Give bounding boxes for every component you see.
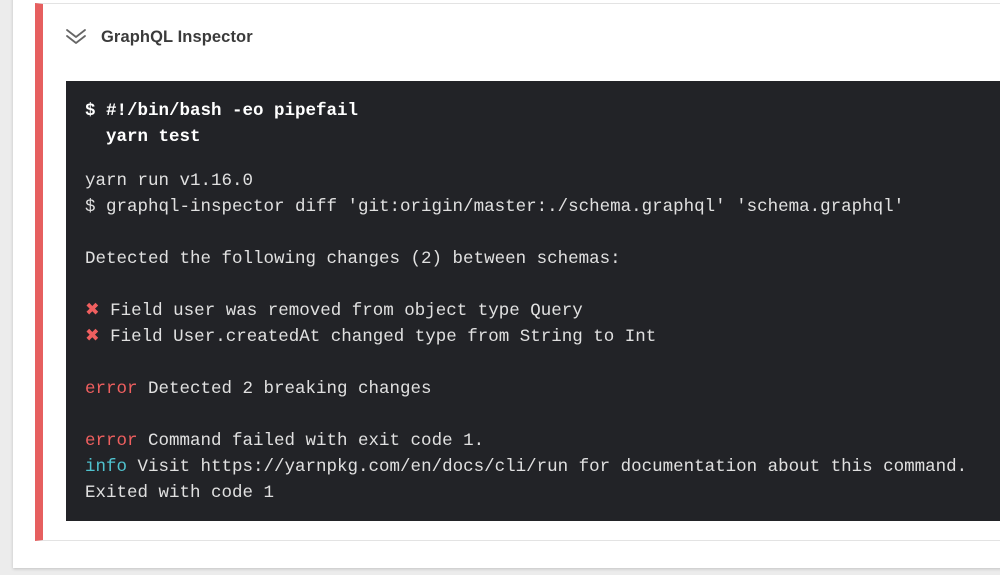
terminal-line: Exited with code 1 [85, 480, 1000, 506]
terminal-line: error Detected 2 breaking changes [85, 376, 1000, 402]
step-title: GraphQL Inspector [101, 27, 253, 46]
step-header-toggle[interactable]: GraphQL Inspector [64, 21, 253, 53]
log-text: Detected 2 breaking changes [137, 379, 432, 399]
terminal-line [85, 272, 1000, 298]
log-text: Exited with code 1 [85, 483, 275, 503]
terminal-line [85, 220, 1000, 246]
terminal-command: $ #!/bin/bash -eo pipefail yarn test [66, 98, 1000, 150]
double-chevron-down-icon[interactable] [64, 26, 88, 48]
terminal-log: yarn run v1.16.0 $ graphql-inspector diff… [66, 168, 1000, 506]
log-text: Field user was removed from object type … [99, 301, 583, 321]
log-text: Visit https://yarnpkg.com/en/docs/cli/ru… [127, 457, 968, 477]
log-error-label: ✖ [85, 301, 100, 321]
log-error-label: error [85, 379, 138, 399]
log-text: $ graphql-inspector diff 'git:origin/mas… [85, 197, 905, 217]
log-error-label: error [85, 431, 138, 451]
terminal-line: yarn test [85, 127, 201, 147]
terminal-output: $ #!/bin/bash -eo pipefail yarn test yar… [66, 81, 1000, 521]
log-text: Command failed with exit code 1. [137, 431, 485, 451]
terminal-line [85, 402, 1000, 428]
log-info-label: info [85, 457, 128, 477]
terminal-line: ✖ Field User.createdAt changed type from… [85, 324, 1000, 350]
terminal-line: Detected the following changes (2) betwe… [85, 246, 1000, 272]
terminal-line: $ #!/bin/bash -eo pipefail [85, 101, 359, 121]
log-error-label: ✖ [85, 327, 100, 347]
step-row-graphql-inspector: GraphQL Inspector $ #!/bin/bash -eo pipe… [35, 3, 1000, 541]
log-text: Field User.createdAt changed type from S… [99, 327, 657, 347]
job-steps-card: GraphQL Inspector $ #!/bin/bash -eo pipe… [13, 0, 1000, 568]
terminal-line: ✖ Field user was removed from object typ… [85, 298, 1000, 324]
terminal-line: error Command failed with exit code 1. [85, 428, 1000, 454]
terminal-line: yarn run v1.16.0 [85, 168, 1000, 194]
terminal-line: $ graphql-inspector diff 'git:origin/mas… [85, 194, 1000, 220]
log-text: yarn run v1.16.0 [85, 171, 254, 191]
terminal-line: info Visit https://yarnpkg.com/en/docs/c… [85, 454, 1000, 480]
log-text: Detected the following changes (2) betwe… [85, 249, 621, 269]
terminal-line [85, 350, 1000, 376]
